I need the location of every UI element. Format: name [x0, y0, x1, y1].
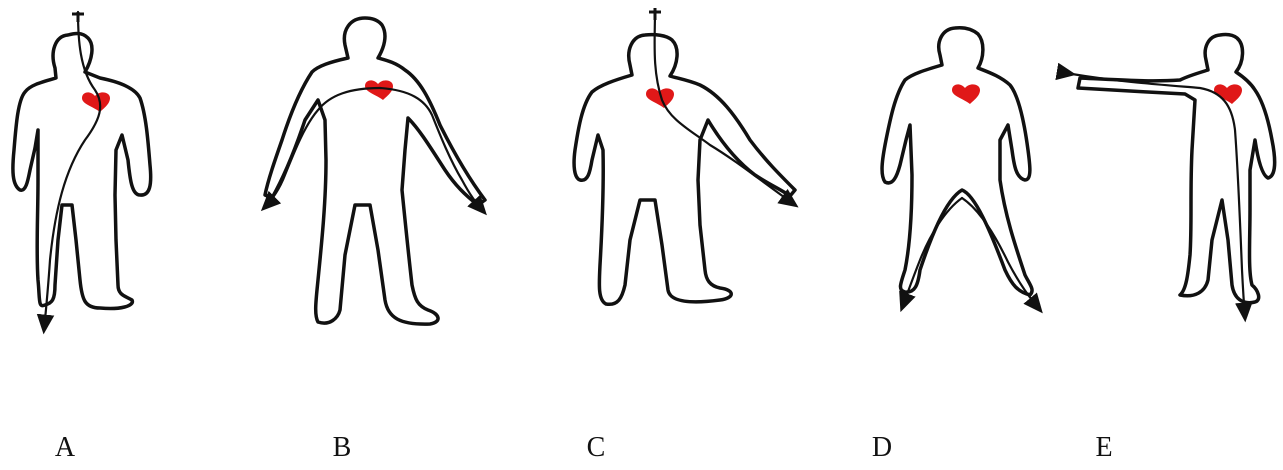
current-path-e: [1072, 74, 1245, 318]
figure-a: [13, 12, 151, 330]
figure-c: [574, 8, 795, 304]
figure-label-b: B: [322, 432, 362, 464]
figure-label-e: E: [1084, 432, 1124, 464]
figure-e: [1072, 34, 1275, 318]
heart-icon: [365, 80, 393, 100]
body-outline-a: [13, 33, 151, 308]
figure-label-c: C: [576, 432, 616, 464]
heart-icon: [952, 84, 980, 104]
heart-icon: [82, 92, 110, 112]
body-outline-b: [265, 18, 485, 324]
current-path-b: [264, 88, 380, 208]
body-outline-c: [574, 35, 795, 305]
figure-label-d: D: [862, 432, 902, 464]
body-outline-d: [882, 28, 1032, 295]
figure-label-a: A: [45, 432, 85, 464]
body-outline-e: [1078, 34, 1275, 302]
figure-d: [882, 28, 1040, 310]
current-path-c: [655, 10, 795, 205]
figure-b: [264, 18, 485, 324]
